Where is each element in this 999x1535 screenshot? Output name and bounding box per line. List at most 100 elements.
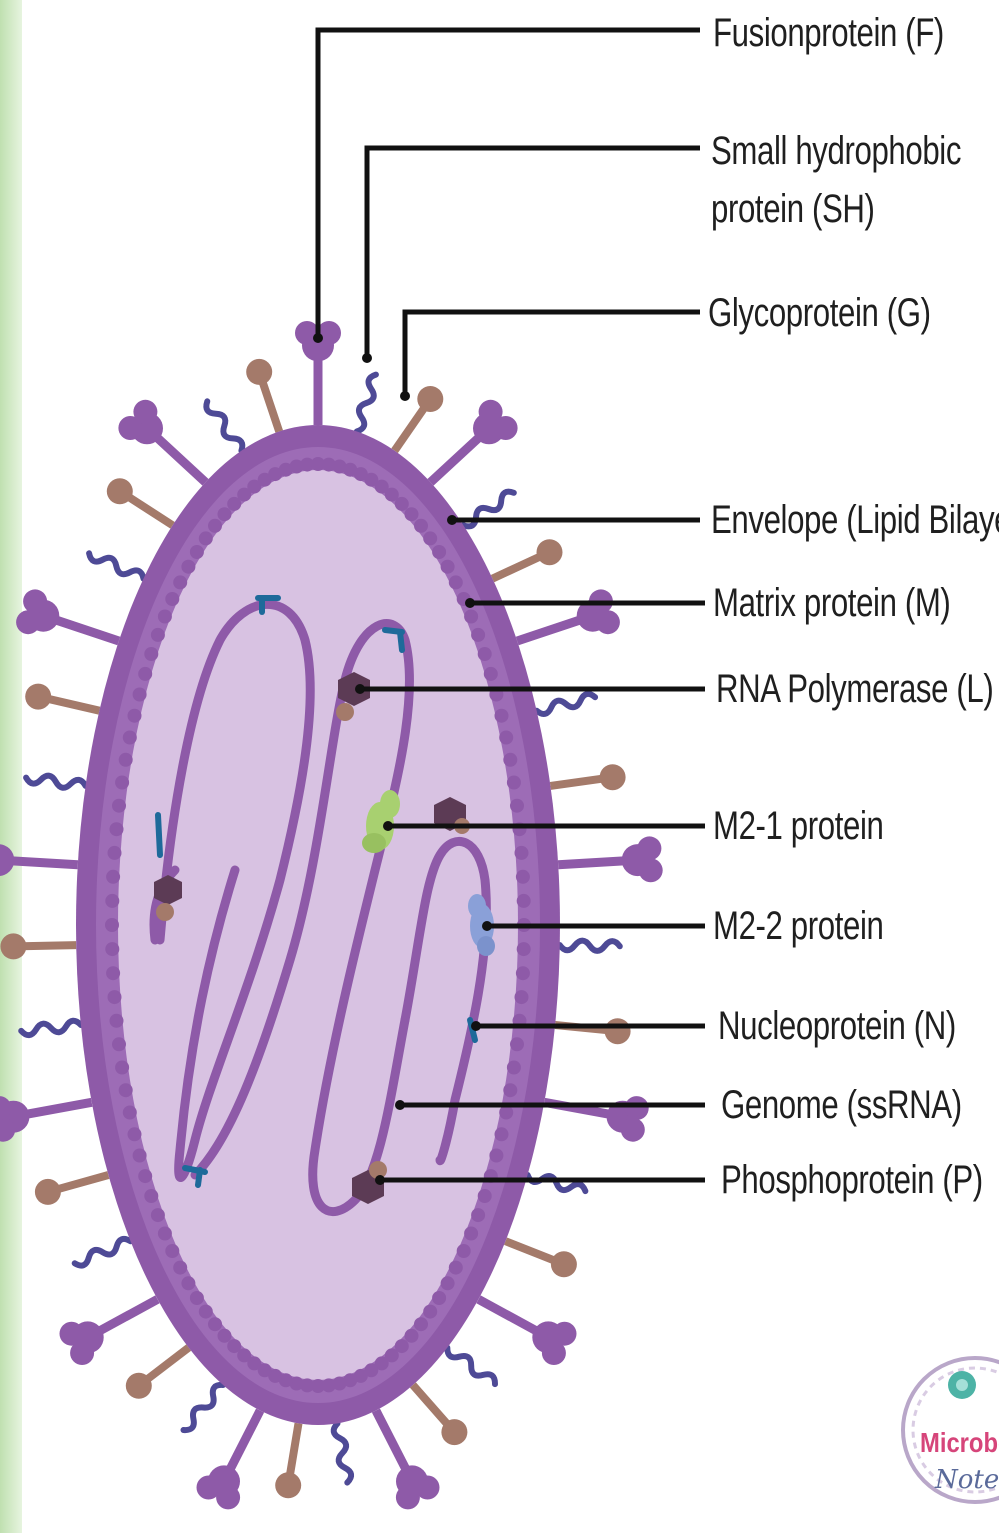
matrix-bead — [515, 990, 529, 1004]
matrix-bead — [405, 1329, 419, 1343]
glycoprotein-spike — [35, 1175, 109, 1205]
label-small-hydrophobic-protein: Small hydrophobic protein (SH) — [711, 128, 961, 232]
matrix-bead — [128, 709, 142, 723]
matrix-bead — [173, 575, 187, 589]
matrix-bead — [441, 560, 455, 574]
fusion-spike — [558, 836, 663, 882]
matrix-bead — [489, 1149, 503, 1163]
matrix-bead — [432, 1291, 446, 1305]
small-hydrophobic-spike — [184, 1385, 224, 1430]
label-small-hydrophobic-line1: Small hydrophobic — [711, 128, 961, 174]
matrix-bead — [112, 799, 126, 813]
matrix-bead — [181, 560, 195, 574]
matrix-bead — [441, 1276, 455, 1290]
matrix-bead — [464, 1227, 478, 1241]
matrix-bead — [199, 1305, 213, 1319]
matrix-bead — [106, 870, 120, 884]
fusion-spike — [16, 589, 119, 641]
glycoprotein-spike — [25, 684, 99, 711]
fusion-spike — [431, 400, 518, 483]
glycoprotein-spike — [0, 933, 76, 959]
virus-interior — [118, 470, 518, 1380]
label-small-hydrophobic-line2: protein (SH) — [711, 186, 961, 232]
small-hydrophobic-spike — [26, 776, 86, 788]
matrix-bead — [464, 610, 478, 624]
small-hydrophobic-spike — [75, 1239, 131, 1266]
matrix-bead — [495, 1127, 509, 1141]
phosphoprotein-2 — [336, 703, 354, 721]
glycoprotein-spike — [246, 359, 279, 432]
fusion-spike — [0, 1096, 92, 1142]
matrix-bead — [165, 1244, 179, 1258]
small-hydrophobic-spike — [206, 401, 242, 450]
leader-glycoprotein — [405, 312, 700, 396]
matrix-bead — [516, 966, 530, 980]
small-hydrophobic-spike — [560, 941, 620, 951]
matrix-bead — [499, 731, 513, 745]
fusion-spike — [517, 589, 620, 641]
matrix-bead — [138, 1169, 152, 1183]
matrix-bead — [105, 942, 119, 956]
leader-fusion — [318, 30, 700, 338]
label-rna-polymerase: RNA Polymerase (L) — [716, 666, 993, 712]
matrix-bead — [457, 1244, 471, 1258]
matrix-bead — [395, 497, 409, 511]
matrix-bead — [218, 507, 232, 521]
matrix-bead — [190, 1291, 204, 1305]
small-hydrophobic-spike — [447, 1348, 495, 1385]
matrix-bead — [414, 519, 428, 533]
matrix-bead — [471, 1208, 485, 1222]
logo-text-microbe: Microbe — [920, 1427, 999, 1459]
small-hydrophobic-spike — [528, 1175, 586, 1191]
matrix-bead — [199, 531, 213, 545]
logo-text-notes: Notes — [935, 1465, 999, 1495]
glycoprotein-spike — [107, 478, 173, 525]
glycoprotein-spike — [493, 539, 563, 578]
matrix-bead — [405, 507, 419, 521]
glycoprotein-spike — [506, 1241, 577, 1277]
matrix-bead — [471, 628, 485, 642]
matrix-bead — [151, 1208, 165, 1222]
matrix-bead — [432, 545, 446, 559]
matrix-bead — [517, 942, 531, 956]
matrix-bead — [181, 1276, 195, 1290]
leader-small-hydrophobic — [367, 148, 700, 358]
left-stripe — [0, 0, 22, 1533]
label-phosphoprotein: Phosphoprotein (P) — [721, 1157, 983, 1203]
matrix-bead — [110, 822, 124, 836]
small-hydrophobic-spike — [537, 694, 596, 714]
matrix-bead — [151, 628, 165, 642]
label-m2-1-protein: M2-1 protein — [713, 803, 883, 849]
matrix-bead — [108, 990, 122, 1004]
matrix-bead — [133, 1149, 147, 1163]
matrix-bead — [208, 519, 222, 533]
matrix-bead — [115, 776, 129, 790]
matrix-bead — [449, 575, 463, 589]
matrix-bead — [503, 1083, 517, 1097]
matrix-bead — [190, 545, 204, 559]
matrix-bead — [414, 1317, 428, 1331]
phosphoprotein-1 — [156, 903, 174, 921]
fusion-spike — [376, 1411, 440, 1510]
matrix-bead — [123, 1106, 137, 1120]
matrix-bead — [507, 1061, 521, 1075]
matrix-bead — [516, 870, 530, 884]
matrix-bead — [123, 731, 137, 745]
matrix-bead — [423, 531, 437, 545]
matrix-bead — [108, 846, 122, 860]
matrix-bead — [227, 1339, 241, 1353]
glycoprotein-spike — [413, 1385, 468, 1445]
matrix-bead — [208, 1317, 222, 1331]
matrix-bead — [119, 1083, 133, 1097]
matrix-bead — [165, 592, 179, 606]
fusion-spike — [479, 1299, 577, 1365]
matrix-bead — [449, 1261, 463, 1275]
matrix-bead — [133, 688, 147, 702]
matrix-bead — [517, 894, 531, 908]
glycoprotein-spike — [550, 764, 625, 790]
matrix-bead — [144, 647, 158, 661]
matrix-bead — [158, 1227, 172, 1241]
matrix-bead — [495, 709, 509, 723]
label-m2-2-protein: M2-2 protein — [713, 903, 883, 949]
matrix-bead — [105, 894, 119, 908]
